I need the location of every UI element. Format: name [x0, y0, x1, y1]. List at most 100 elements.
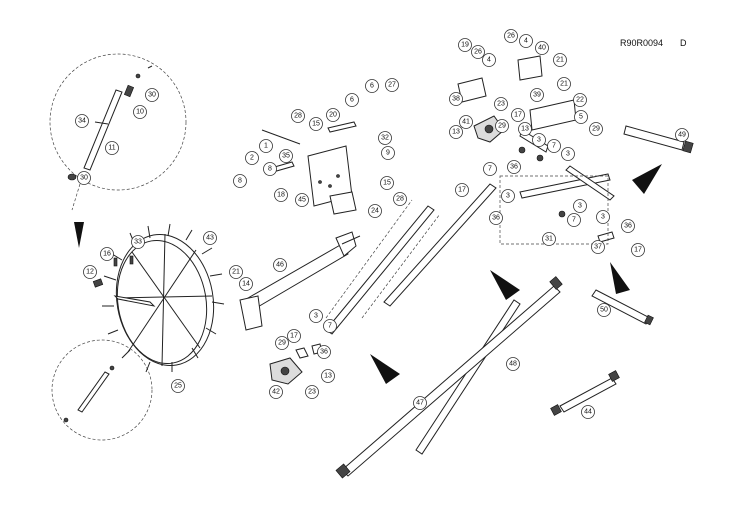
callout-13: 13: [518, 122, 532, 136]
callout-circle: [455, 183, 469, 197]
bracket-plate: [261, 121, 357, 215]
callout-40: 40: [535, 41, 549, 55]
callout-circle: [171, 379, 185, 393]
callout-label: 30: [80, 175, 88, 182]
callout-label: 10: [136, 109, 144, 116]
callout-label: 15: [312, 121, 320, 128]
callout-circle: [557, 77, 571, 91]
callout-label: 35: [282, 153, 290, 160]
callout-12: 12: [83, 265, 97, 279]
callout-circle: [345, 93, 359, 107]
callout-7: 7: [547, 139, 561, 153]
frame-arm: [239, 231, 361, 331]
callout-label: 7: [328, 323, 332, 330]
callout-circle: [458, 38, 472, 52]
callout-23: 23: [305, 385, 319, 399]
callout-label: 37: [594, 244, 602, 251]
callout-circle: [573, 199, 587, 213]
callout-circle: [131, 235, 145, 249]
callout-17: 17: [631, 243, 645, 257]
callout-27: 27: [385, 78, 399, 92]
callout-circle: [501, 189, 515, 203]
callout-circle: [494, 97, 508, 111]
callout-label: 47: [416, 400, 424, 407]
callout-1: 1: [259, 139, 273, 153]
callout-circle: [323, 319, 337, 333]
callout-label: 27: [388, 82, 396, 89]
callout-label: 25: [174, 383, 182, 390]
callout-circle: [489, 211, 503, 225]
callout-label: 32: [381, 135, 389, 142]
callout-label: 21: [560, 81, 568, 88]
callout-circle: [381, 146, 395, 160]
callout-circle: [83, 265, 97, 279]
callout-45: 45: [295, 193, 309, 207]
wheel-assembly: [92, 223, 225, 373]
callout-label: 7: [488, 166, 492, 173]
callout-circle: [295, 193, 309, 207]
callout-label: 3: [314, 313, 318, 320]
callout-label: 48: [509, 361, 517, 368]
callout-circle: [581, 405, 595, 419]
callout-circle: [321, 369, 335, 383]
callout-label: 43: [206, 235, 214, 242]
callout-circle: [263, 162, 277, 176]
callout-33: 33: [131, 235, 145, 249]
gearbox-lower: [269, 343, 323, 385]
callout-17: 17: [511, 108, 525, 122]
callout-3: 3: [573, 199, 587, 213]
callout-36: 36: [317, 345, 331, 359]
callout-circle: [291, 109, 305, 123]
callout-circle: [597, 303, 611, 317]
callout-label: 6: [370, 83, 374, 90]
callout-21: 21: [557, 77, 571, 91]
callout-7: 7: [323, 319, 337, 333]
callout-3: 3: [532, 133, 546, 147]
callout-label: 31: [545, 236, 553, 243]
right-assembly: [457, 55, 615, 245]
detail-leader-top: [71, 183, 81, 211]
callout-circle: [483, 162, 497, 176]
callout-label: 36: [492, 215, 500, 222]
callout-label: 29: [278, 340, 286, 347]
callout-label: 2: [250, 155, 254, 162]
callout-21: 21: [229, 265, 243, 279]
callout-circle: [368, 204, 382, 218]
callout-circle: [535, 41, 549, 55]
callout-label: 17: [634, 247, 642, 254]
callout-label: 1: [264, 143, 268, 150]
callout-10: 10: [133, 105, 147, 119]
callout-16: 16: [100, 247, 114, 261]
callout-label: 7: [572, 217, 576, 224]
callout-circle: [75, 114, 89, 128]
callout-38: 38: [449, 92, 463, 106]
callout-label: 4: [524, 38, 528, 45]
callout-21: 21: [553, 53, 567, 67]
callout-15: 15: [309, 117, 323, 131]
callout-circle: [393, 192, 407, 206]
callout-circle: [547, 139, 561, 153]
callout-32: 32: [378, 131, 392, 145]
callout-circle: [305, 385, 319, 399]
callout-circle: [287, 329, 301, 343]
callout-42: 42: [269, 385, 283, 399]
callout-circle: [449, 125, 463, 139]
callout-50: 50: [597, 303, 611, 317]
callout-circle: [279, 149, 293, 163]
callout-label: 3: [506, 193, 510, 200]
callout-23: 23: [494, 97, 508, 111]
callout-circle: [133, 105, 147, 119]
callout-13: 13: [321, 369, 335, 383]
callout-circle: [459, 115, 473, 129]
callout-circle: [105, 141, 119, 155]
callout-label: 16: [103, 251, 111, 258]
callout-label: 41: [462, 119, 470, 126]
callout-36: 36: [621, 219, 635, 233]
callout-15: 15: [380, 176, 394, 190]
callout-circle: [591, 240, 605, 254]
callout-label: 23: [497, 101, 505, 108]
callout-label: 13: [521, 126, 529, 133]
callout-4: 4: [482, 53, 496, 67]
callout-circle: [471, 45, 485, 59]
callout-label: 21: [232, 269, 240, 276]
